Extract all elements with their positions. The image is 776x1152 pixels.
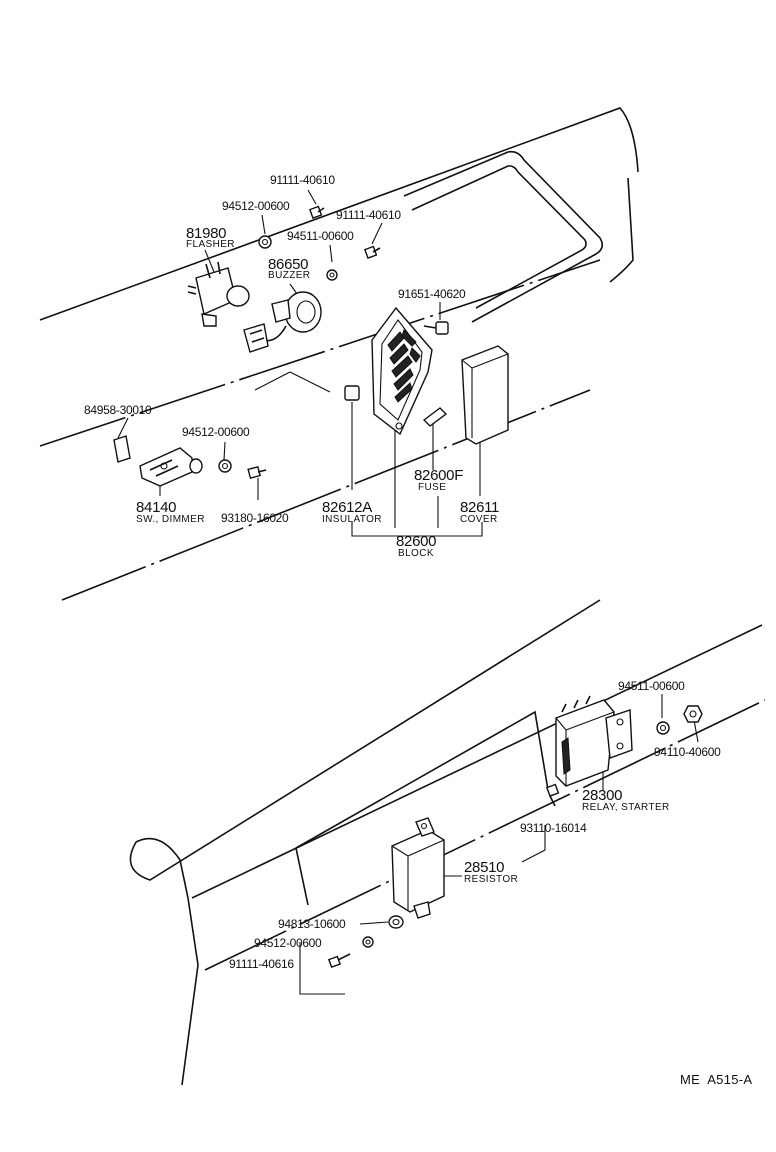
- nut-94110-40600: [683, 705, 703, 723]
- label-93180-16020: 93180-16020: [221, 511, 289, 525]
- name-flasher: FLASHER: [186, 239, 235, 250]
- nut-94511-00600-a: [326, 269, 338, 281]
- label-28300: 28300: [582, 787, 622, 804]
- lower-panel-outline: [129, 599, 766, 1086]
- dimmer-switch-84140-part: [139, 447, 203, 487]
- label-94512-00600-mid: 94512-00600: [182, 425, 250, 439]
- name-fuse: FUSE: [418, 482, 446, 493]
- label-94511-00600-bot: 94511-00600: [618, 679, 685, 693]
- name-relay-starter: RELAY, STARTER: [582, 802, 670, 813]
- bolt-93180-16020: [247, 465, 267, 479]
- insulator-82612a-part: [344, 385, 360, 401]
- label-86650: 86650: [268, 256, 308, 273]
- clip-84958-30010-part: [113, 435, 131, 463]
- starter-relay-28300-part: [555, 695, 633, 787]
- label-93110-16014: 93110-16014: [520, 821, 587, 835]
- name-resistor: RESISTOR: [464, 874, 518, 885]
- name-block: BLOCK: [398, 548, 434, 559]
- bolt-91111-40610-a: [308, 205, 325, 219]
- part-labels: 91111-40610 94512-00600 91111-40610 9451…: [84, 173, 752, 1087]
- name-insulator: INSULATOR: [322, 514, 382, 525]
- label-84140: 84140: [136, 499, 176, 516]
- label-94512-00600-bot: 94512-00600: [254, 936, 322, 950]
- label-91651-40620: 91651-40620: [398, 287, 466, 301]
- bolt-91111-40616: [327, 953, 351, 969]
- label-94813-10600: 94813-10600: [278, 917, 346, 931]
- nut-94511-00600-b: [656, 721, 670, 735]
- nut-94512-00600-b: [218, 459, 232, 473]
- leader-lines: [117, 189, 699, 995]
- buzzer-86650-part: [243, 291, 322, 353]
- label-82612a: 82612A: [322, 499, 372, 516]
- diagram-code: ME A515-A: [680, 1072, 752, 1087]
- label-82600f: 82600F: [414, 467, 463, 484]
- cover-82611-part: [461, 345, 509, 445]
- name-cover: COVER: [460, 514, 498, 525]
- nut-94512-00600-a: [258, 235, 272, 249]
- fuse-block-82600-part: [371, 306, 433, 436]
- label-28510: 28510: [464, 859, 504, 876]
- resistor-28510-part: [391, 817, 445, 919]
- name-sw-dimmer: SW., DIMMER: [136, 514, 205, 525]
- label-94512-00600-top: 94512-00600: [222, 199, 290, 213]
- label-94110-40600: 94110-40600: [654, 745, 721, 759]
- name-buzzer: BUZZER: [268, 270, 310, 281]
- label-81980: 81980: [186, 225, 226, 242]
- label-91111-40610-top: 91111-40610: [270, 173, 335, 187]
- fuse-slots: [387, 329, 421, 403]
- washer-94813-10600: [388, 915, 404, 929]
- upper-panel-outline: [39, 107, 639, 601]
- bolt-91651-40620: [423, 321, 449, 335]
- label-91111-40616: 91111-40616: [229, 957, 294, 971]
- label-84958-30010: 84958-30010: [84, 403, 152, 417]
- fuse-82600f-part: [422, 407, 448, 427]
- flasher-81980-part: [187, 261, 250, 327]
- label-91111-40610-mid: 91111-40610: [336, 208, 401, 222]
- label-82611: 82611: [460, 499, 499, 516]
- nut-94512-00600-c: [362, 936, 374, 948]
- bolt-91111-40610-b: [363, 245, 381, 259]
- label-94511-00600-top: 94511-00600: [287, 229, 354, 243]
- label-82600: 82600: [396, 533, 436, 550]
- bolt-93110-16014: [545, 783, 560, 807]
